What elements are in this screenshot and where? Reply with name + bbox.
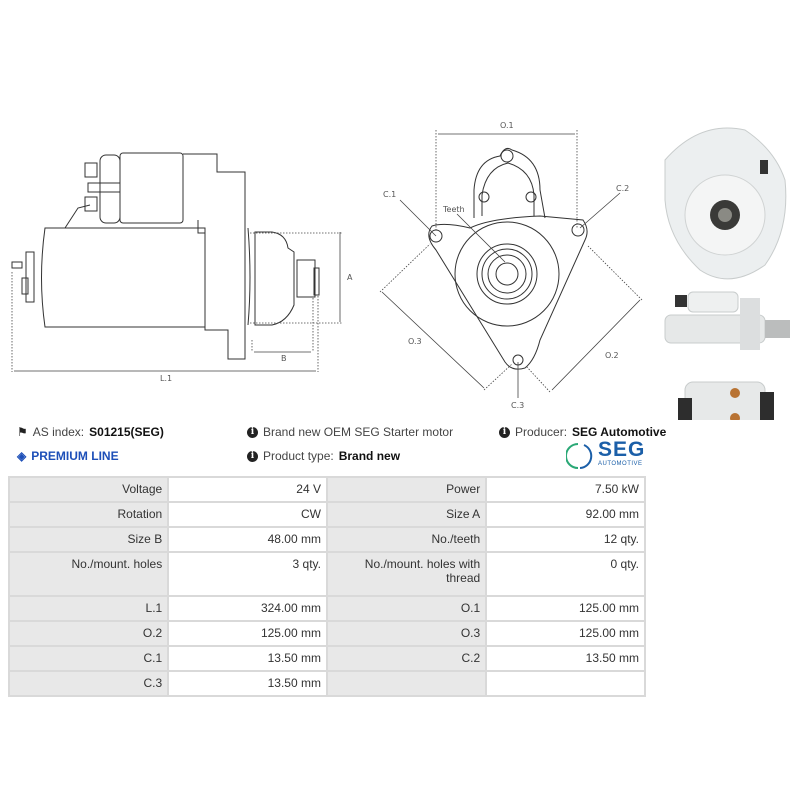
dimension-label-b: B — [281, 354, 287, 363]
dimension-label-c3: C.3 — [511, 401, 524, 410]
seg-automotive-logo: SEG AUTOMOTIVE — [566, 438, 650, 472]
front-view-dimensions — [379, 130, 643, 398]
premium-line-badge: ◈ PREMIUM LINE — [17, 449, 119, 463]
product-photo-rear[interactable] — [678, 381, 782, 420]
info-icon: i — [247, 426, 258, 438]
spec-value: 3 qty. — [167, 551, 328, 597]
product-photo-front[interactable] — [664, 127, 787, 280]
producer-label: Producer: — [515, 425, 568, 439]
spec-label: Size A — [325, 501, 488, 528]
as-index: ⚑ AS index: S01215(SEG) — [17, 425, 164, 439]
spec-value: 24 V — [167, 476, 328, 503]
producer: i Producer: SEG Automotive — [499, 425, 666, 439]
front-view-drawing — [428, 148, 588, 370]
spec-value: 125.00 mm — [167, 620, 328, 647]
spec-label: O.1 — [325, 595, 488, 622]
spec-value: CW — [167, 501, 328, 528]
spec-value: 0 qty. — [485, 551, 646, 597]
tags-icon: ⚑ — [17, 425, 28, 439]
as-index-label: AS index: — [32, 425, 85, 439]
side-view-drawing — [11, 152, 320, 360]
spec-value: 12 qty. — [485, 526, 646, 553]
spec-value: 13.50 mm — [485, 645, 646, 672]
info-icon: i — [499, 426, 510, 438]
spec-label: No./mount. holes — [7, 551, 170, 597]
spec-label: No./mount. holes with thread — [325, 551, 488, 597]
spec-value: 125.00 mm — [485, 595, 646, 622]
description: i Brand new OEM SEG Starter motor — [247, 425, 453, 439]
spec-value: 92.00 mm — [485, 501, 646, 528]
spec-label: C.3 — [7, 670, 170, 697]
spec-value — [485, 670, 646, 697]
technical-drawings: L.1 B A O.1 C.1 C.2 Teeth O.3 O.2 C.3 — [11, 121, 790, 420]
dimension-label-teeth: Teeth — [442, 205, 465, 214]
spec-label — [325, 670, 488, 697]
dimension-label-c2: C.2 — [616, 184, 629, 193]
spec-value: 324.00 mm — [167, 595, 328, 622]
logo-arc-icon — [566, 443, 593, 469]
spec-label: C.1 — [7, 645, 170, 672]
premium-line-label: PREMIUM LINE — [31, 449, 119, 463]
spec-label: Rotation — [7, 501, 170, 528]
as-index-value: S01215(SEG) — [89, 425, 164, 439]
info-icon: i — [247, 450, 258, 462]
spec-value: 13.50 mm — [167, 670, 328, 697]
spec-value: 7.50 kW — [485, 476, 646, 503]
product-type-value: Brand new — [338, 449, 401, 463]
dimension-label-a: A — [347, 273, 353, 282]
dimension-label-o3: O.3 — [408, 337, 422, 346]
logo-text: SEG — [598, 438, 646, 461]
spec-value: 13.50 mm — [167, 645, 328, 672]
dimension-label-c1: C.1 — [383, 190, 396, 199]
dimension-label-o1: O.1 — [500, 121, 514, 130]
product-type-label: Product type: — [263, 449, 334, 463]
spec-label: L.1 — [7, 595, 170, 622]
diamond-icon: ◈ — [17, 449, 27, 463]
spec-value: 125.00 mm — [485, 620, 646, 647]
product-photo-side-1[interactable] — [664, 291, 790, 350]
product-type: i Product type: Brand new — [247, 449, 400, 463]
description-text: Brand new OEM SEG Starter motor — [263, 425, 454, 439]
spec-label: Voltage — [7, 476, 170, 503]
logo-subtext: AUTOMOTIVE — [598, 461, 643, 467]
spec-label: Power — [325, 476, 488, 503]
side-view-dimensions — [11, 232, 343, 372]
dimension-label-l1: L.1 — [160, 374, 172, 383]
spec-label: O.3 — [325, 620, 488, 647]
spec-value: 48.00 mm — [167, 526, 328, 553]
dimension-label-o2: O.2 — [605, 351, 619, 360]
spec-label: O.2 — [7, 620, 170, 647]
spec-label: No./teeth — [325, 526, 488, 553]
spec-label: Size B — [7, 526, 170, 553]
spec-label: C.2 — [325, 645, 488, 672]
producer-value: SEG Automotive — [572, 425, 667, 439]
